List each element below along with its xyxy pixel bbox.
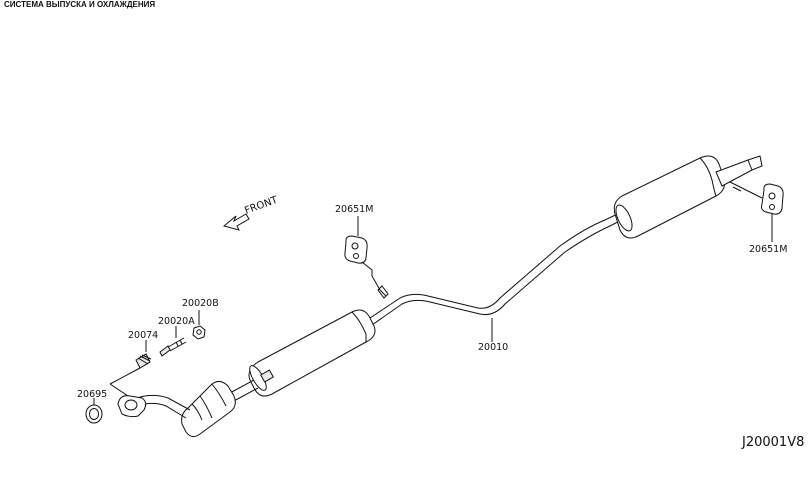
exhaust-pipe [369, 207, 634, 326]
front-pipe-section [227, 369, 275, 403]
part-label-20020a: 20020A [158, 316, 195, 327]
part-label-20074: 20074 [128, 330, 158, 341]
front-direction-arrow: FRONT [222, 194, 280, 231]
part-label-20651m-front: 20651M [335, 204, 373, 215]
diagram-code: J20001V8 [741, 435, 804, 450]
front-label: FRONT [243, 194, 280, 216]
front-tube-flange [109, 367, 191, 419]
center-muffler [248, 309, 376, 397]
front-hanger-insulator [344, 216, 389, 299]
rear-muffler [613, 155, 763, 239]
part-label-20651m-rear: 20651M [749, 244, 787, 255]
rear-hanger-insulator [729, 181, 784, 215]
page-title: СИСТЕМА ВЫПУСКА И ОХЛАЖДЕНИЯ [4, 0, 156, 9]
gasket-20695 [85, 398, 103, 424]
part-label-20695: 20695 [77, 389, 107, 400]
catalytic-converter [181, 380, 236, 438]
spring-20074 [135, 340, 152, 369]
part-label-20020b: 20020B [182, 298, 219, 309]
stud-20020a [159, 326, 187, 357]
part-label-20010: 20010 [478, 342, 508, 353]
nut-20020b [192, 310, 206, 340]
